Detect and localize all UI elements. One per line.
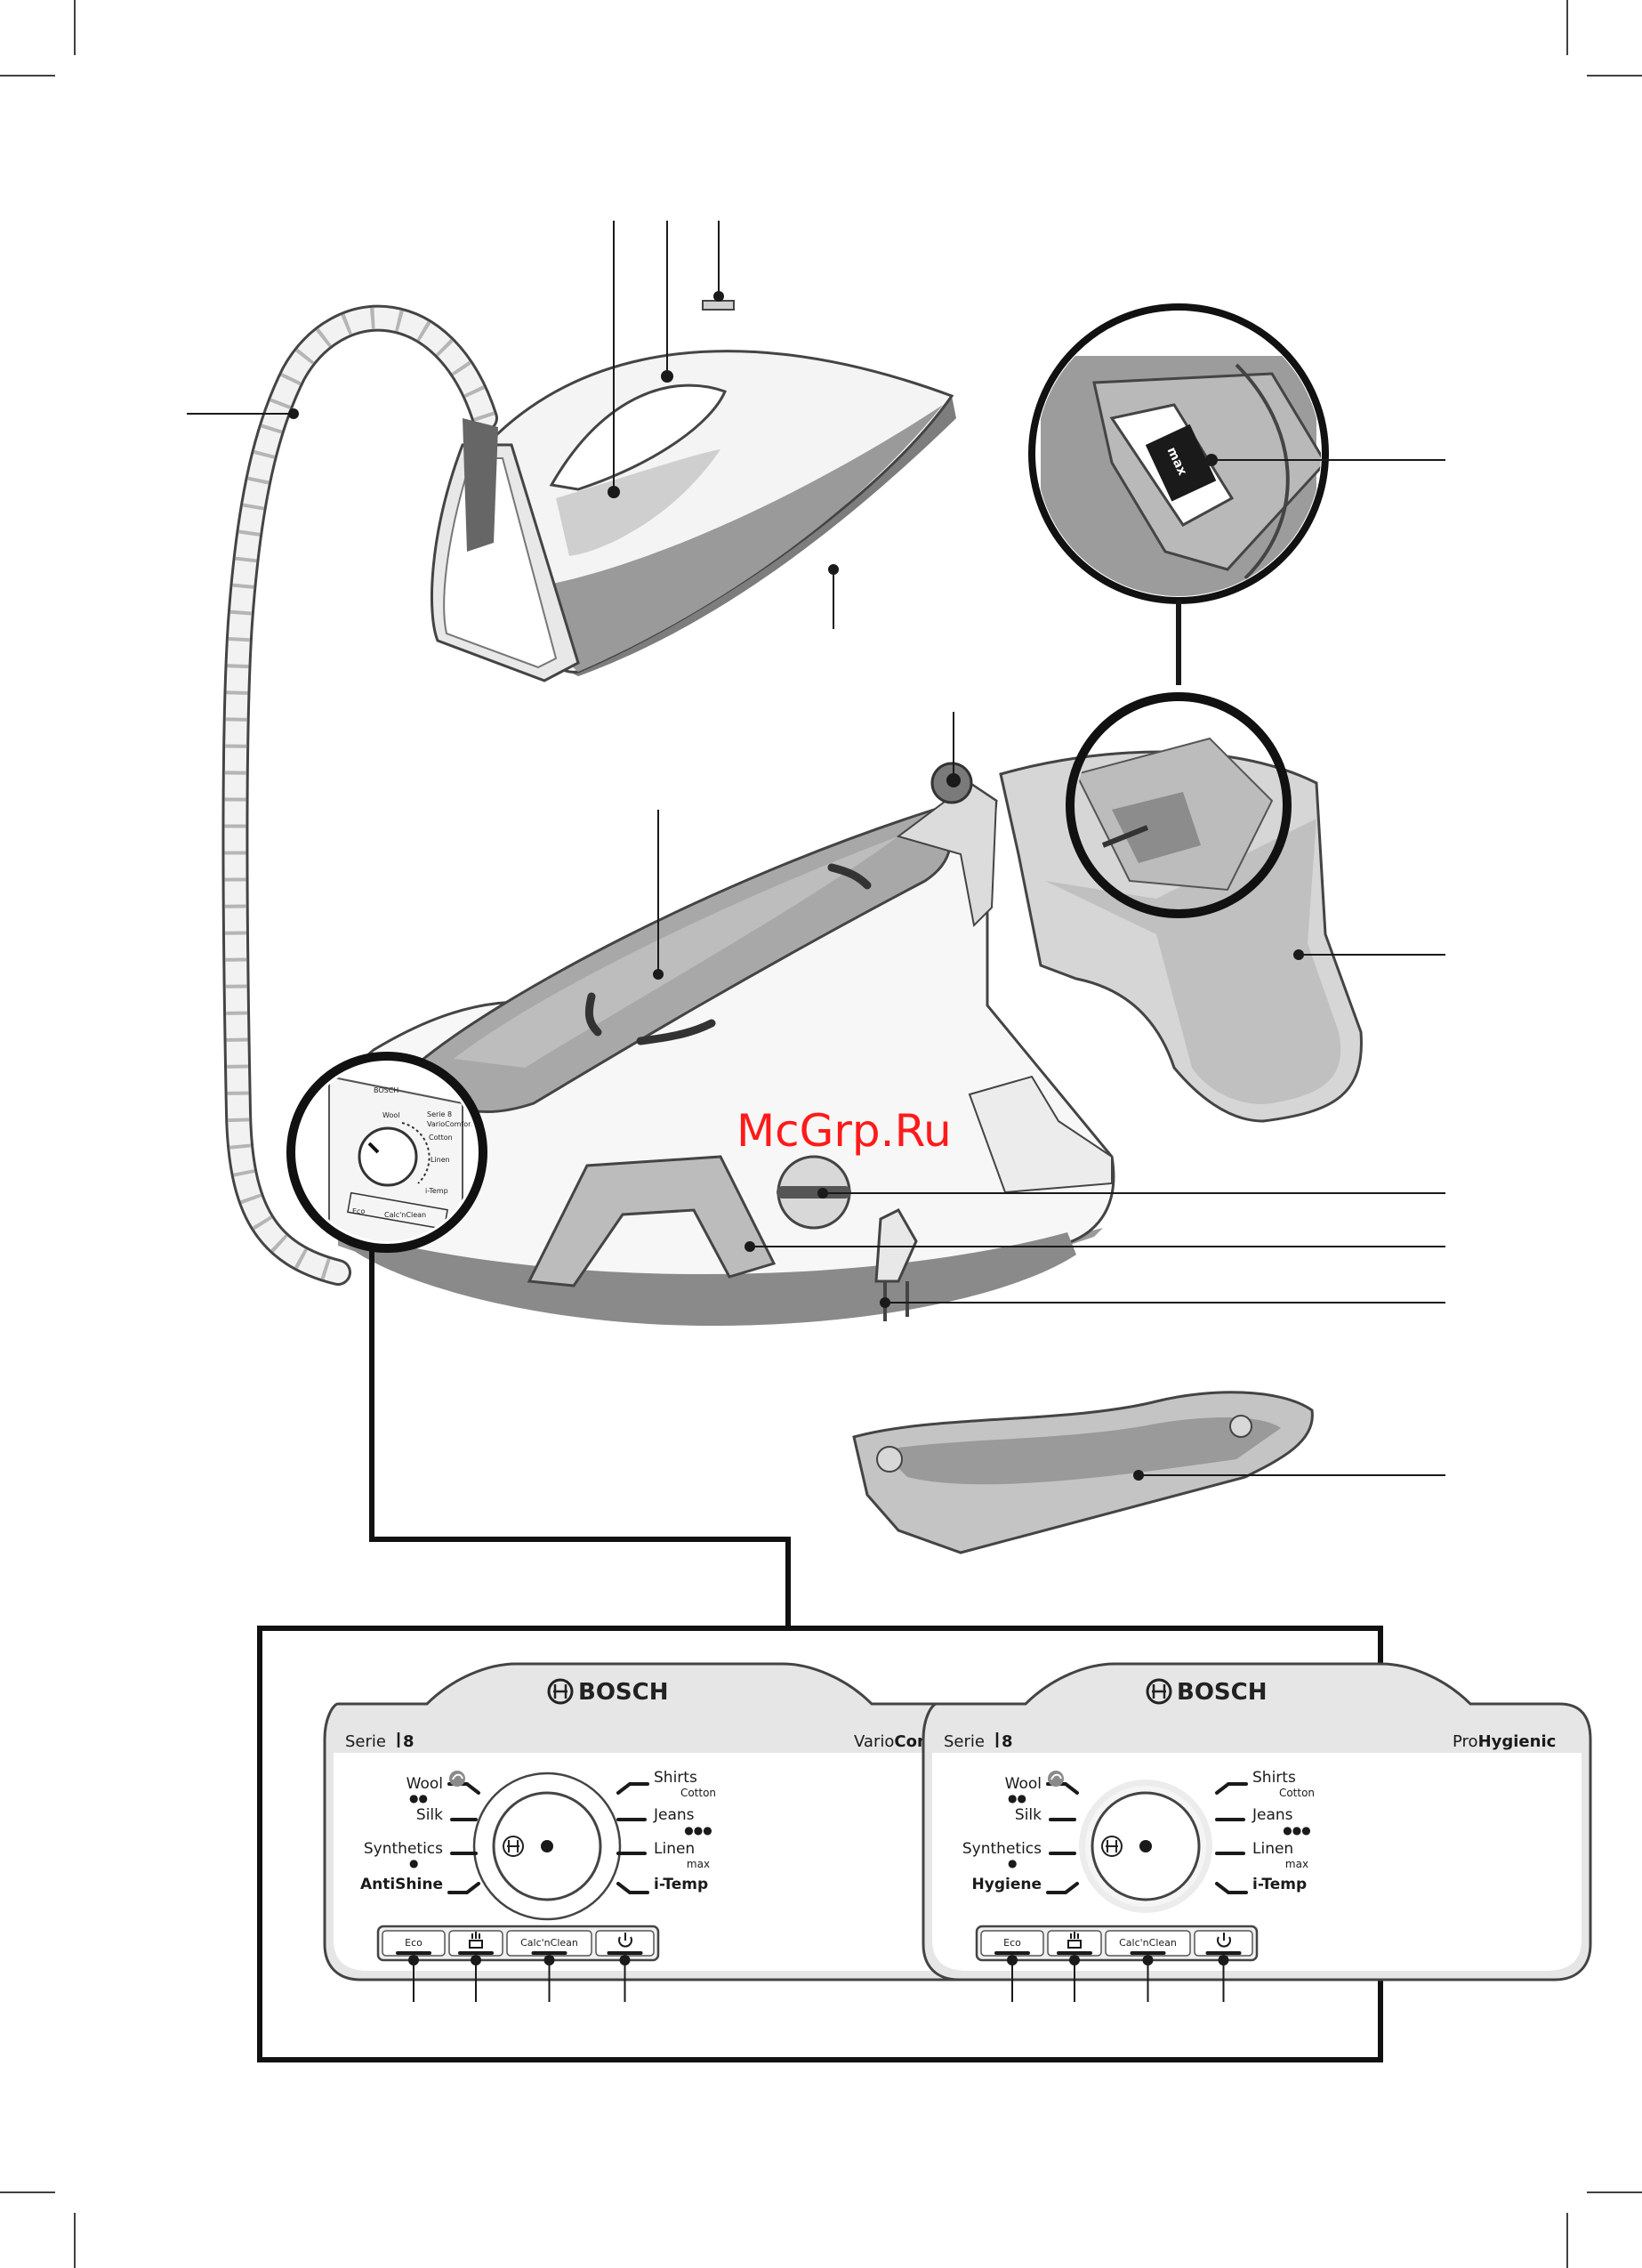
dial-label-wool: Wool [382,1111,399,1119]
base-station [322,762,1115,1326]
mode-label-left: Synthetics [364,1840,443,1858]
wool-icon [449,1771,465,1787]
mode-indicator [447,1882,480,1894]
mode-sublabel: max [687,1858,710,1870]
series-number: 8 [1002,1732,1013,1751]
series-number: 8 [403,1732,415,1751]
steam-hose [221,304,498,1286]
mode-label-right: Linen [654,1840,695,1858]
mode-sublabel: Cotton [680,1787,716,1799]
mode-indicator [616,1782,649,1795]
mode-dots: ●● [1008,1792,1026,1804]
mode-indicator [616,1882,649,1894]
mode-label-right: Shirts [1252,1769,1296,1787]
dial-series: Serie 8 [427,1110,452,1118]
button-label: Eco [1003,1937,1021,1949]
control-panel-variocomfort: BOSCHSerie8VarioComfortWool●●SilkSynthet… [323,1662,994,2002]
dial-label-linen: Linen [431,1156,450,1164]
button-label: Calc'nClean [1119,1937,1177,1949]
button-label: Eco [405,1937,423,1949]
mode-label-left: Wool [406,1775,443,1793]
dial-bosch-icon [503,1836,524,1857]
model-prefix: Vario [854,1732,894,1751]
water-tank [999,750,1363,1123]
dial-brand: BOSCH [374,1086,398,1094]
mode-label-left: Synthetics [962,1840,1042,1858]
panel-brand: BOSCH [1177,1679,1268,1706]
mode-label-left: AntiShine [360,1876,443,1893]
power-icon [1217,1933,1231,1948]
mode-label-right: Jeans [1252,1806,1293,1824]
dial-model: VarioComfort [427,1120,474,1128]
dial-button-eco: Eco [352,1207,365,1215]
mode-label-left: Silk [1015,1806,1042,1824]
mode-dots: ● [409,1857,418,1869]
mode-label-left: Hygiene [972,1876,1042,1893]
mode-label-right: Shirts [654,1769,697,1787]
mode-sublabel: ●●● [684,1824,712,1836]
power-icon [618,1933,632,1948]
mode-sublabel: ●●● [1283,1824,1310,1836]
inset-max-level: max [1028,303,1329,604]
dial-label-cotton: Cotton [429,1134,453,1142]
mode-label-left: Silk [416,1806,443,1824]
model-bold: Hygienic [1478,1732,1557,1751]
inset-tank-cap [1066,692,1292,918]
mode-label-right: Jeans [653,1806,695,1824]
mode-sublabel: Cotton [1279,1787,1315,1799]
steam-shot-icon [469,1932,483,1949]
mode-label-right: Linen [1252,1840,1293,1858]
model-name: ProHygienic [1453,1732,1556,1751]
series-prefix: Serie [944,1732,985,1751]
mode-indicator [1215,1882,1248,1894]
mode-dots: ● [1008,1857,1017,1869]
inset-base-dial: BOSCH Serie 8 VarioComfort Wool Cotton L… [286,1052,487,1253]
mode-sublabel: max [1285,1858,1308,1870]
button-label: Calc'nClean [520,1937,578,1949]
mode-label-right: i-Temp [1252,1876,1307,1893]
dial-label-itemp: i-Temp [425,1187,448,1195]
base-callouts [657,712,1445,1303]
mode-indicator [1215,1782,1248,1795]
panel-brand: BOSCH [578,1679,669,1706]
dial-button-calc: Calc'nClean [384,1211,426,1219]
bosch-logo-icon [1146,1678,1172,1705]
wool-icon [1048,1771,1064,1787]
hose-marker [288,408,299,419]
dial-bosch-icon [1101,1836,1123,1857]
steam-shot-icon [1067,1932,1082,1949]
mode-dots: ●● [409,1792,428,1804]
iron-callouts [187,221,834,629]
mode-label-left: Wool [1005,1775,1042,1793]
mode-label-right: i-Temp [654,1876,708,1893]
panel-connector [369,1246,791,1628]
model-prefix: Pro [1453,1732,1478,1751]
drip-tray [852,1391,1314,1554]
iron [431,291,956,682]
bosch-logo-icon [547,1678,574,1705]
mode-indicator [1046,1882,1079,1894]
series-prefix: Serie [345,1732,386,1751]
watermark: McGrp.Ru [736,1105,952,1157]
